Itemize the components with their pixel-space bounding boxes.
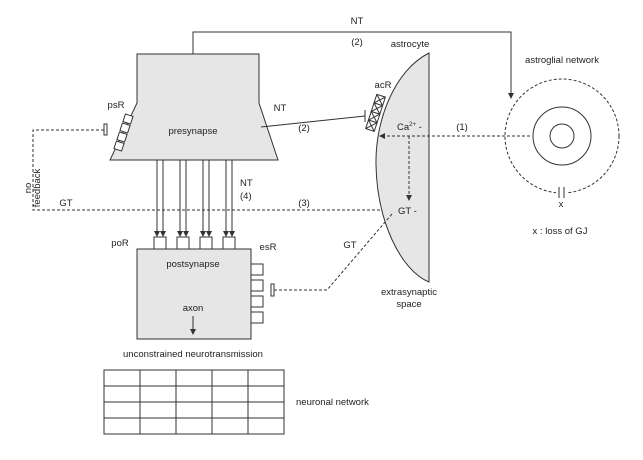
nt-release-arrows bbox=[154, 160, 235, 237]
acR-label: acR bbox=[375, 80, 392, 91]
poR-receptors bbox=[153, 236, 236, 250]
postsynapse bbox=[136, 248, 252, 340]
astroglial-network-inner bbox=[549, 123, 575, 149]
space-label: space bbox=[396, 299, 421, 310]
astroglial-network-outer bbox=[504, 78, 620, 194]
gt-es-label: GT bbox=[343, 240, 356, 251]
gt-left-label: GT bbox=[59, 198, 72, 209]
nt-to-acR-line bbox=[260, 115, 366, 128]
acR-receptors bbox=[365, 93, 386, 132]
esR-label: esR bbox=[260, 242, 277, 253]
nt-path-to-network bbox=[192, 31, 514, 99]
astroglial-network-label: astroglial network bbox=[525, 55, 599, 66]
presynapse bbox=[109, 53, 279, 161]
nt-top-label: NT bbox=[351, 16, 364, 27]
astrocyte-label: astrocyte bbox=[391, 39, 430, 50]
step1-label: (1) bbox=[456, 122, 468, 133]
psR-receptors bbox=[113, 113, 134, 152]
nt4-label: NT bbox=[240, 178, 253, 189]
nt-mid-step: (2) bbox=[298, 123, 310, 134]
no-label: no bbox=[23, 183, 34, 194]
nt-top-step: (2) bbox=[351, 37, 363, 48]
gt-feedback-path bbox=[32, 129, 392, 211]
presynapse-label: presynapse bbox=[168, 126, 217, 137]
nt4-step: (4) bbox=[240, 191, 252, 202]
x-mark-label: x bbox=[559, 199, 564, 210]
axon-label: axon bbox=[183, 303, 204, 314]
step3-label: (3) bbox=[298, 198, 310, 209]
neuronal-network-label: neuronal network bbox=[296, 397, 369, 408]
poR-label: poR bbox=[111, 238, 129, 249]
x-legend: x : loss of GJ bbox=[533, 226, 588, 237]
unconstrained-label: unconstrained neurotransmission bbox=[123, 349, 263, 360]
gt-to-esR-path bbox=[274, 213, 393, 291]
esR-receptors bbox=[250, 263, 264, 324]
feedback-label: feedback bbox=[32, 168, 43, 207]
gap-junction-break bbox=[556, 188, 568, 197]
gt-astro-label: GT - bbox=[398, 206, 417, 217]
postsynapse-label: postsynapse bbox=[166, 259, 219, 270]
astroglial-network-middle bbox=[532, 106, 592, 166]
astrocyte bbox=[375, 52, 430, 283]
nt-mid-label: NT bbox=[274, 103, 287, 114]
psR-ligand-bar bbox=[103, 123, 108, 136]
esR-ligand-bar bbox=[270, 283, 275, 297]
extrasynaptic-label: extrasynaptic bbox=[381, 287, 437, 298]
neuronal-network-grid bbox=[103, 369, 285, 435]
psR-label: psR bbox=[108, 100, 125, 111]
ca-label: Ca2+ - bbox=[397, 122, 422, 133]
